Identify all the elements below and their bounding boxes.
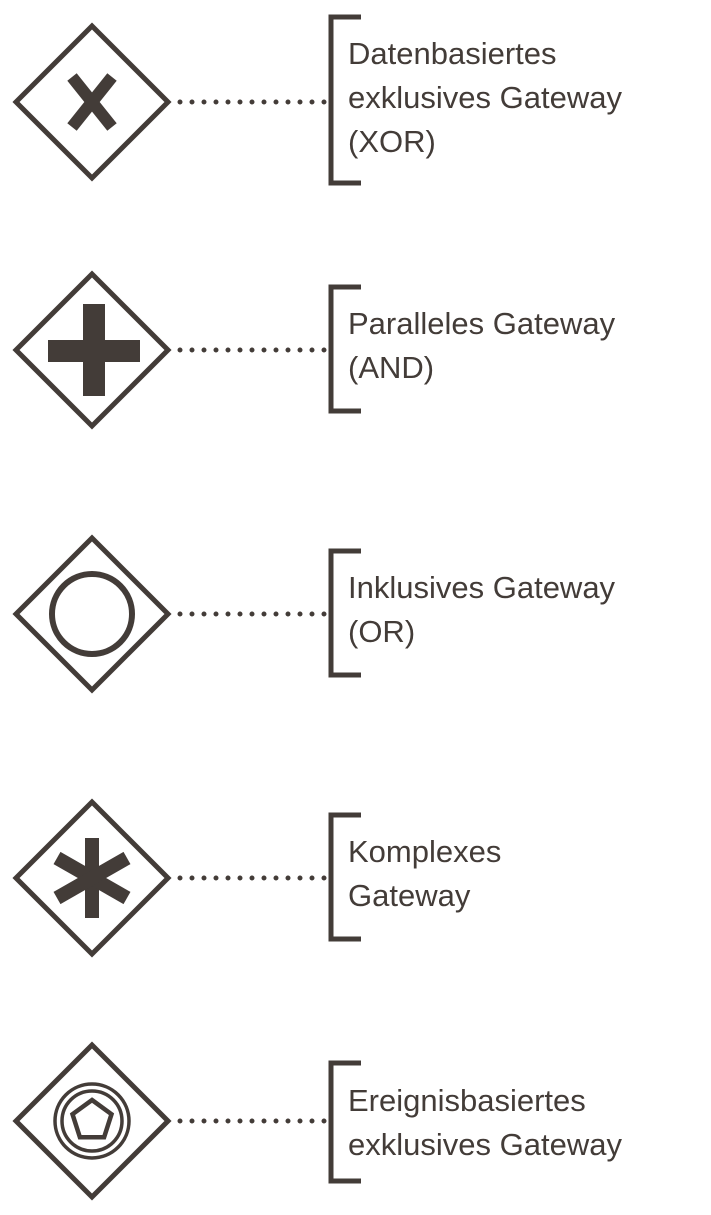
parallel-gateway: Paralleles Gateway (AND) [12,270,624,430]
gateway-label: Inklusives Gateway (OR) [348,570,624,649]
gateway-diamond [12,798,172,958]
asterisk-marker-icon [53,838,131,918]
gateway-label: Ereignisbasiertes exklusives Gateway [348,1083,622,1162]
gateway-diamond [12,1041,172,1201]
label-bracket [328,812,361,942]
gateway-diamond [12,534,172,694]
label-bracket [328,548,361,678]
gateway-label: Datenbasiertes exklusives Gateway (XOR) [348,36,631,159]
label-bracket [328,1060,361,1184]
plus-marker-icon [48,304,140,396]
event-based-gateway: Ereignisbasiertes exklusives Gateway [12,1041,622,1201]
label-bracket [328,14,361,186]
inclusive-gateway: Inklusives Gateway (OR) [12,534,624,694]
pentagon-marker-icon [53,1082,131,1160]
x-marker-icon [67,73,117,131]
gateway-label: Paralleles Gateway (AND) [348,306,624,385]
gateway-diamond [12,270,172,430]
circle-marker-icon [49,571,135,657]
complex-gateway: Komplexes Gateway [12,798,510,958]
gateway-diamond [12,22,172,182]
gateway-label: Komplexes Gateway [348,834,510,913]
exclusive-gateway: Datenbasiertes exklusives Gateway (XOR) [12,14,631,186]
label-bracket [328,284,361,414]
